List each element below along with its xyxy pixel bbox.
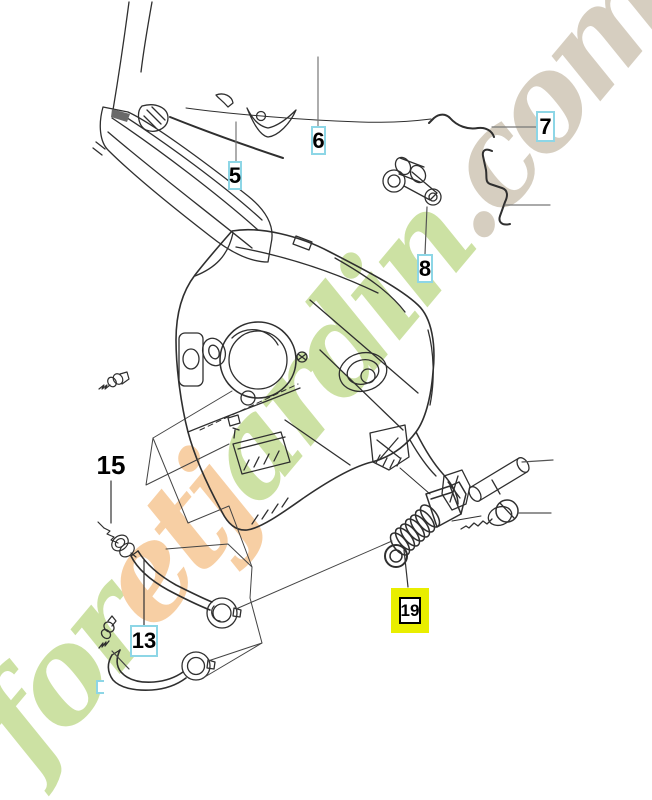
wire-clip-sketch [428,113,495,138]
handle-sketch [92,1,432,263]
callout-19-number: 19 [399,597,421,624]
lever-sketch [382,156,442,206]
hose-sketch [98,550,242,691]
screw-15-sketch [97,521,137,558]
spring-sketch [384,481,467,568]
callout-8[interactable]: 8 [417,254,433,283]
callout-fragment [96,680,104,694]
callout-7[interactable]: 7 [536,111,555,142]
callout-15[interactable]: 15 [96,450,126,480]
z-rod-sketch [481,148,511,226]
callout-5[interactable]: 5 [228,161,242,190]
callout-19[interactable]: 19 [391,588,429,633]
callout-13[interactable]: 13 [130,625,158,657]
callout-6[interactable]: 6 [311,126,326,155]
small-screw-left-sketch [98,371,130,390]
leader-lines [110,56,554,670]
pin-sketch [468,457,530,502]
housing-sketch [175,228,471,531]
screw-right-sketch [399,467,519,530]
group-boundary-lines [145,390,393,679]
